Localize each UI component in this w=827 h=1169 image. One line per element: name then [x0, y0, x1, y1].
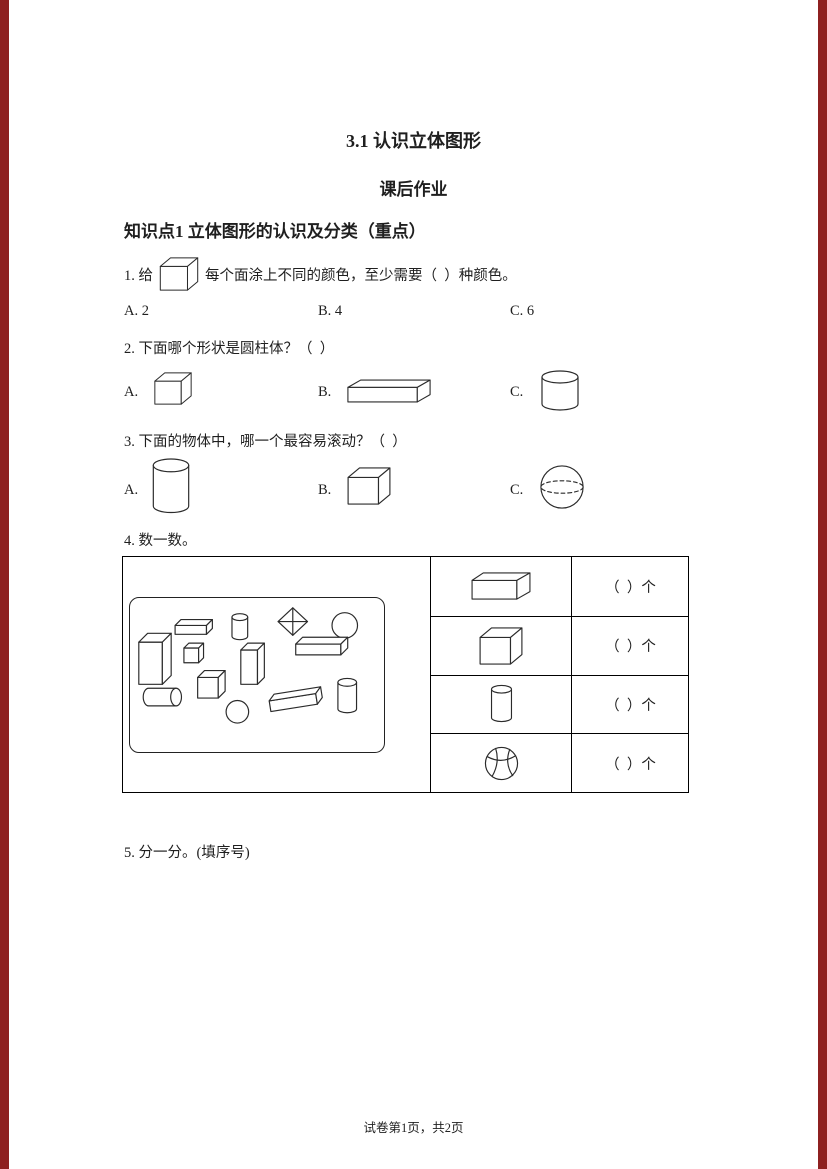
sphere-icon — [225, 699, 250, 724]
shapes-panel — [123, 557, 431, 792]
q2-label-c: C. — [510, 384, 524, 400]
ball-icon — [484, 746, 518, 780]
q3-label-a: A. — [124, 482, 139, 498]
cylinder-lying-icon — [142, 687, 183, 707]
cylinder-icon — [231, 613, 249, 641]
right-edge-bar — [818, 0, 827, 1169]
cuboid-icon — [471, 572, 531, 601]
q1-option-b: B. 4 — [318, 303, 343, 319]
cuboid-icon — [295, 636, 349, 656]
cube-icon — [197, 669, 226, 699]
cylinder-icon — [541, 370, 579, 411]
count-cell-cube[interactable]: （ ）个 — [571, 615, 689, 675]
page-subtitle: 课后作业 — [379, 180, 448, 199]
shape-cell-cuboid — [431, 557, 571, 616]
sphere-icon — [540, 465, 584, 509]
cube-icon — [154, 372, 192, 405]
diamond-icon — [277, 607, 309, 636]
cuboid-icon — [138, 632, 172, 685]
q1-option-c: C. 6 — [510, 303, 535, 319]
q2-label-b: B. — [318, 384, 332, 400]
shapes-collection — [138, 607, 359, 724]
shape-cell-ball — [431, 733, 571, 792]
left-edge-bar — [0, 0, 9, 1169]
section-heading: 知识点1 立体图形的认识及分类（重点） — [124, 222, 426, 241]
q3-label-c: C. — [510, 482, 524, 498]
cuboid-icon — [240, 642, 265, 685]
question-1-suffix: 每个面涂上不同的颜色，至少需要（ ）种颜色。 — [205, 267, 517, 284]
cylinder-icon — [490, 685, 512, 723]
question-4: 4. 数一数。 — [124, 533, 197, 549]
question-5: 5. 分一分。(填序号) — [124, 845, 250, 861]
count-cell-cylinder[interactable]: （ ）个 — [571, 674, 689, 734]
q2-label-a: A. — [124, 384, 139, 400]
shape-cell-cylinder — [431, 674, 571, 734]
cuboid-icon — [174, 618, 213, 635]
q3-label-b: B. — [318, 482, 332, 498]
cuboid-icon — [347, 379, 431, 403]
shape-cell-cube — [431, 615, 571, 675]
cuboid-icon — [268, 686, 323, 713]
cube-icon — [479, 627, 523, 665]
question-1-prefix: 1. 给 — [124, 267, 153, 284]
count-cell-cuboid[interactable]: （ ）个 — [571, 557, 689, 616]
cube-icon — [159, 257, 199, 291]
shapes-roundbox — [129, 597, 385, 753]
cube-icon — [183, 642, 205, 664]
question-1: 1. 给 每个面涂上不同的颜色，至少需要（ ）种颜色。 — [124, 254, 517, 294]
question-2: 2. 下面哪个形状是圆柱体？（ ） — [124, 341, 335, 357]
count-cell-ball[interactable]: （ ）个 — [571, 733, 689, 792]
count-table: （ ）个 （ ）个 （ ）个 （ ）个 — [122, 556, 689, 793]
cylinder-icon — [152, 458, 190, 514]
page-title: 3.1 认识立体图形 — [346, 131, 481, 151]
question-3: 3. 下面的物体中，哪一个最容易滚动？（ ） — [124, 434, 407, 450]
sphere-icon — [331, 612, 359, 639]
q1-option-a: A. 2 — [124, 303, 149, 319]
cube-icon — [347, 467, 391, 505]
page-footer: 试卷第1页，共2页 — [363, 1121, 464, 1135]
cylinder-icon — [337, 677, 358, 714]
